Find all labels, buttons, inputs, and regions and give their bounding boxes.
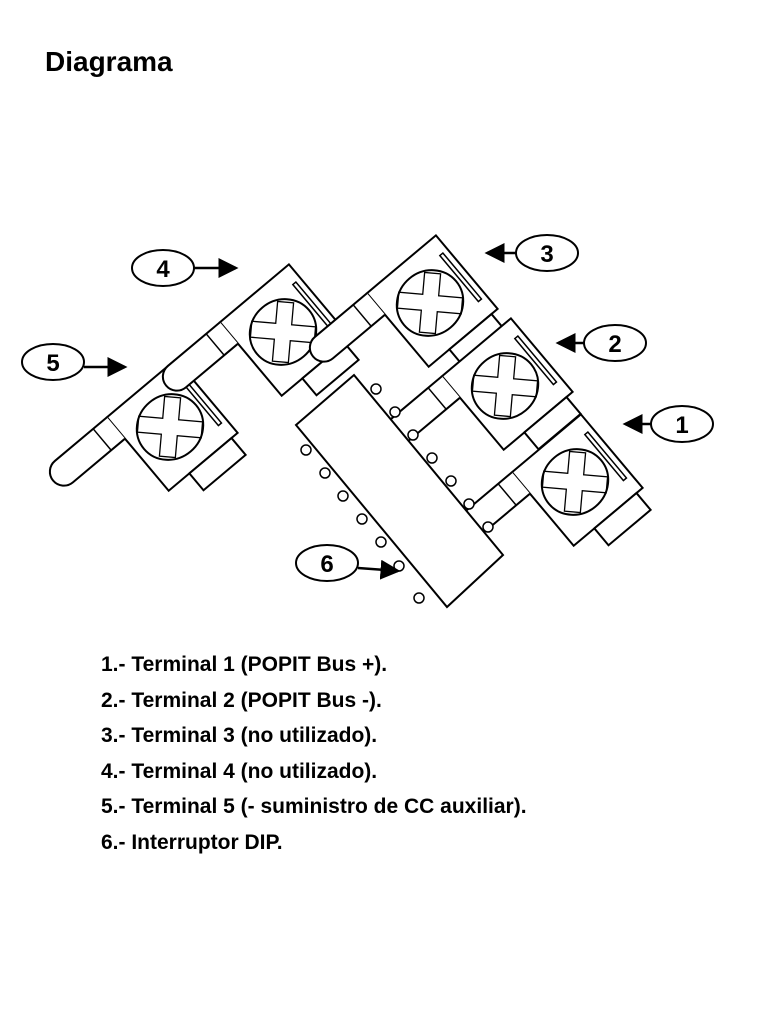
legend-item: 2.- Terminal 2 (POPIT Bus -).	[101, 688, 382, 712]
callout-6: 6	[295, 544, 401, 582]
callout-1: 1	[622, 405, 714, 443]
svg-text:1: 1	[675, 412, 688, 439]
legend-item: 1.- Terminal 1 (POPIT Bus +).	[101, 653, 388, 676]
svg-text:3: 3	[540, 241, 553, 268]
terminal-5	[43, 358, 253, 562]
callout-2: 2	[555, 324, 647, 362]
callout-5: 5	[21, 343, 128, 381]
legend-list: 1.- Terminal 1 (POPIT Bus +). 2.- Termin…	[101, 650, 527, 864]
legend-item: 4.- Terminal 4 (no utilizado).	[101, 759, 378, 783]
legend-item: 3.- Terminal 3 (no utilizado).	[101, 724, 378, 748]
legend-item: 6.- Interruptor DIP.	[101, 830, 283, 854]
terminal-1	[448, 413, 658, 617]
page-title: Diagrama	[45, 46, 173, 77]
svg-text:6: 6	[320, 551, 333, 578]
svg-text:2: 2	[608, 331, 621, 358]
dip-switch	[294, 373, 505, 609]
legend-item: 5.- Terminal 5 (- suministro de CC auxil…	[101, 795, 527, 819]
svg-text:4: 4	[156, 256, 170, 283]
callout-3: 3	[484, 234, 579, 272]
callout-4: 4	[131, 249, 239, 287]
svg-text:5: 5	[46, 350, 59, 377]
